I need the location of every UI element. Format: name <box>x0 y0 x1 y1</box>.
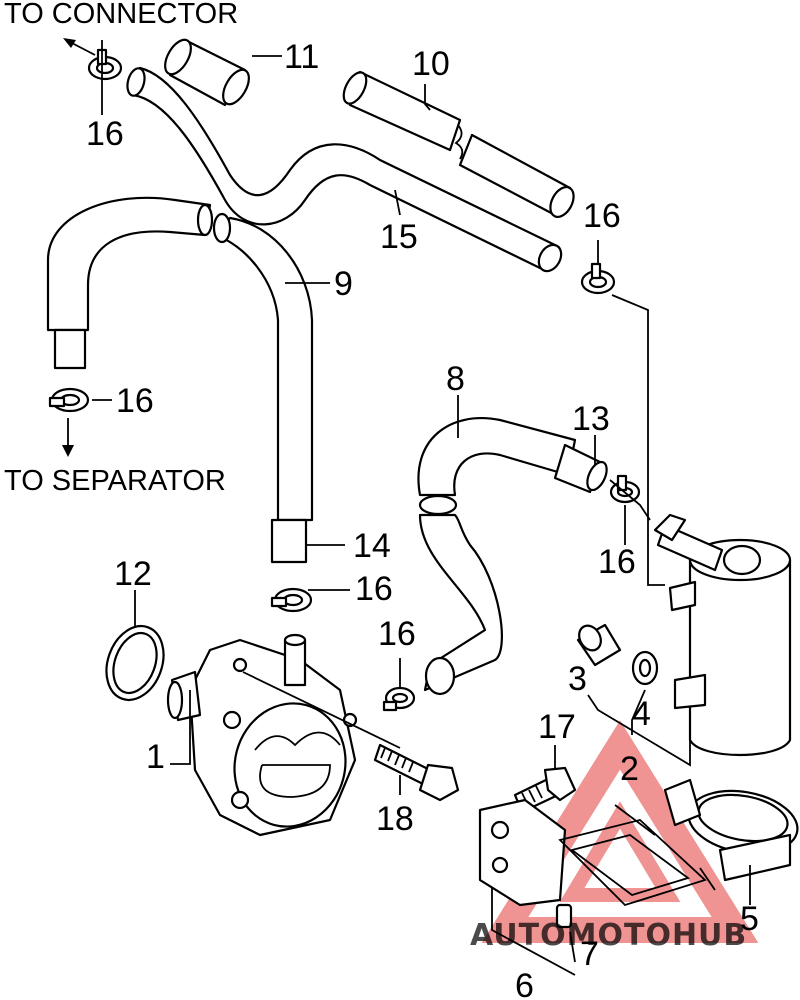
callout-18: 18 <box>376 800 414 838</box>
filter-2 <box>653 513 792 757</box>
callout-7: 7 <box>580 935 599 973</box>
callout-1: 1 <box>146 738 165 776</box>
hose-15 <box>126 66 563 273</box>
watermark-label: AUTOMOTOHUB <box>470 918 747 953</box>
callout-6: 6 <box>515 967 534 1000</box>
hose-9 <box>46 196 314 564</box>
callout-10: 10 <box>412 45 450 83</box>
callout-16-f: 16 <box>378 615 416 653</box>
clamp-16-top-right <box>580 262 616 295</box>
bracket-6 <box>478 798 716 907</box>
callout-16-e: 16 <box>355 570 393 608</box>
callout-4: 4 <box>632 695 651 733</box>
callout-3: 3 <box>568 660 587 698</box>
callout-14: 14 <box>353 527 391 565</box>
callout-12: 12 <box>114 555 152 593</box>
arrow-to-separator <box>62 445 74 457</box>
callout-16-a: 16 <box>86 115 124 153</box>
callout-15: 15 <box>380 218 418 256</box>
pin-7 <box>555 903 573 929</box>
callout-16-b: 16 <box>583 197 621 235</box>
watermark-text: AUTOMOTOHUB <box>470 918 747 953</box>
bolt-18 <box>373 743 460 802</box>
callout-17: 17 <box>538 708 576 746</box>
callout-13: 13 <box>572 400 610 438</box>
arrow-to-connector <box>63 38 96 56</box>
hose-10 <box>342 70 575 218</box>
callout-5: 5 <box>740 900 759 938</box>
clamp-4 <box>631 650 659 686</box>
callout-8: 8 <box>446 360 465 398</box>
callout-16-d: 16 <box>598 543 636 581</box>
bracket-5 <box>663 778 799 882</box>
to-separator-label: TO SEPARATOR <box>4 465 226 497</box>
to-connector-label: TO CONNECTOR <box>4 0 238 30</box>
hose-8 <box>417 417 608 696</box>
clamp-16-right <box>609 474 641 504</box>
fuel-pump-1 <box>166 633 358 837</box>
callout-9: 9 <box>334 265 353 303</box>
joint-3 <box>576 623 622 667</box>
o-ring-12 <box>105 625 165 701</box>
callout-11: 11 <box>284 38 319 76</box>
callout-2: 2 <box>620 750 639 788</box>
leader-lines <box>67 40 751 976</box>
callout-16-c: 16 <box>116 382 154 420</box>
clamp-16-bottom <box>382 686 416 712</box>
clamp-16-left <box>48 387 90 413</box>
hose-11 <box>164 38 250 107</box>
clamp-16-bottom-center <box>270 587 313 613</box>
